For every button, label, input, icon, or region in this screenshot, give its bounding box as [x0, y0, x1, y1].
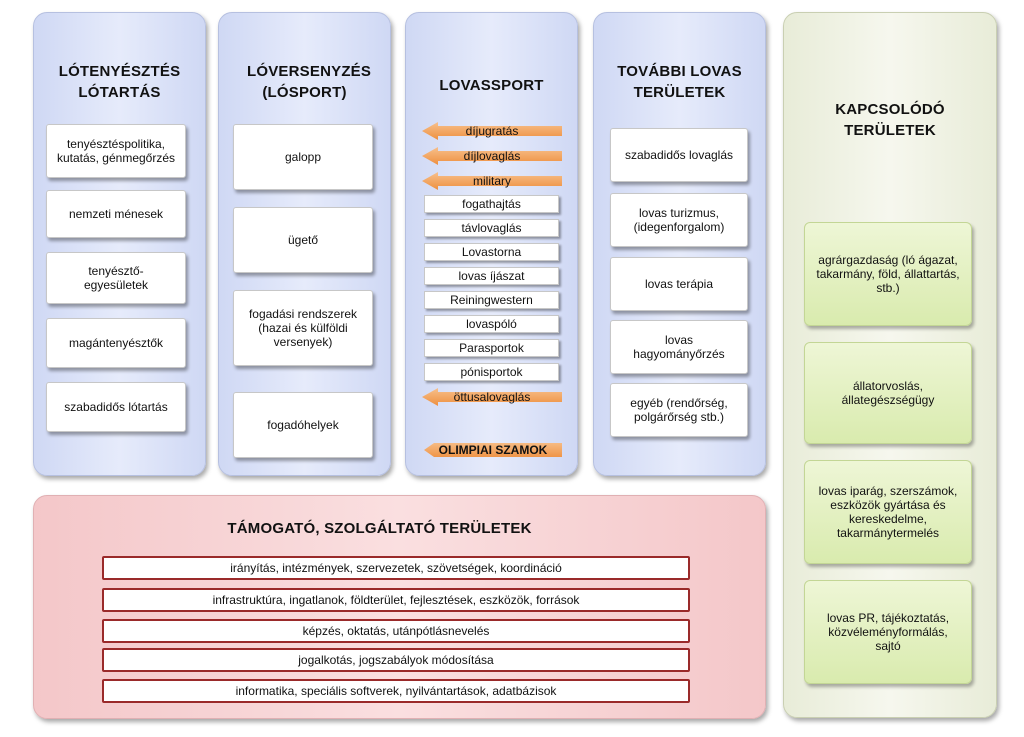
item-fogadasi-rendszerek: fogadási rendszerek (hazai és külföldi v… — [233, 290, 373, 366]
sport-item: lovas íjászat — [424, 267, 559, 285]
panel-title: TÁMOGATÓ, SZOLGÁLTATÓ TERÜLETEK — [227, 520, 532, 537]
item-magantenyesztok: magántenyésztők — [46, 318, 186, 368]
sport-item: pónisportok — [424, 363, 559, 381]
item-nemzeti-menesek: nemzeti ménesek — [46, 190, 186, 238]
related-item-lovas-pr: lovas PR, tájékoztatás, közvéleményformá… — [804, 580, 972, 684]
item-ugeto: ügető — [233, 207, 373, 273]
item-szabadidos-lovaglas: szabadidős lovaglás — [610, 128, 748, 182]
olympic-item-ottusalovaglas: öttusalovaglás — [422, 388, 562, 406]
item-fogadohelyek: fogadóhelyek — [233, 392, 373, 458]
panel-title: TOVÁBBI LOVAS TERÜLETEK — [617, 63, 742, 101]
related-item-lovas-ipar: lovas iparág, szerszámok, eszközök gyárt… — [804, 460, 972, 564]
sport-item: távlovaglás — [424, 219, 559, 237]
olympic-item-dijlovaglas: díjlovaglás — [422, 147, 562, 165]
sport-item: Parasportok — [424, 339, 559, 357]
olympic-legend-label: OLIMPIAI SZAMOK — [424, 441, 562, 459]
olympic-item-dijugratas: díjugratás — [422, 122, 562, 140]
item-lovas-hagyomanyorzes: lovas hagyományőrzés — [610, 320, 748, 374]
support-item: jogalkotás, jogszabályok módosítása — [102, 648, 690, 672]
item-egyeb: egyéb (rendőrség, polgárőrség stb.) — [610, 383, 748, 437]
support-item: infrastruktúra, ingatlanok, földterület,… — [102, 588, 690, 612]
support-item: informatika, speciális softverek, nyilvá… — [102, 679, 690, 703]
support-item: képzés, oktatás, utánpótlásnevelés — [102, 619, 690, 643]
panel-title: KAPCSOLÓDÓ TERÜLETEK — [835, 101, 945, 139]
related-item-allatorvoslas: állatorvoslás, állategészségügy — [804, 342, 972, 444]
sport-item: fogathajtás — [424, 195, 559, 213]
olympic-item-military: military — [422, 172, 562, 190]
panel-title: LÓVERSENYZÉS (LÓSPORT) — [247, 63, 372, 101]
panel-title: LOVASSPORT — [439, 77, 544, 94]
item-tenyeszto-egyesuletek: tenyésztő-egyesületek — [46, 252, 186, 304]
related-item-agrargazdasag: agrárgazdaság (ló ágazat, takarmány, föl… — [804, 222, 972, 326]
item-lovas-terapia: lovas terápia — [610, 257, 748, 311]
item-tenyesztespolitika: tenyésztéspolitika, kutatás, génmegőrzés — [46, 124, 186, 178]
panel-title: LÓTENYÉSZTÉS LÓTARTÁS — [58, 63, 181, 101]
item-galopp: galopp — [233, 124, 373, 190]
sport-item: Lovastorna — [424, 243, 559, 261]
support-item: irányítás, intézmények, szervezetek, szö… — [102, 556, 690, 580]
sport-item: lovaspóló — [424, 315, 559, 333]
item-lovas-turizmus: lovas turizmus, (idegenforgalom) — [610, 193, 748, 247]
sport-item: Reiningwestern — [424, 291, 559, 309]
item-szabadidos-lotartas: szabadidős lótartás — [46, 382, 186, 432]
